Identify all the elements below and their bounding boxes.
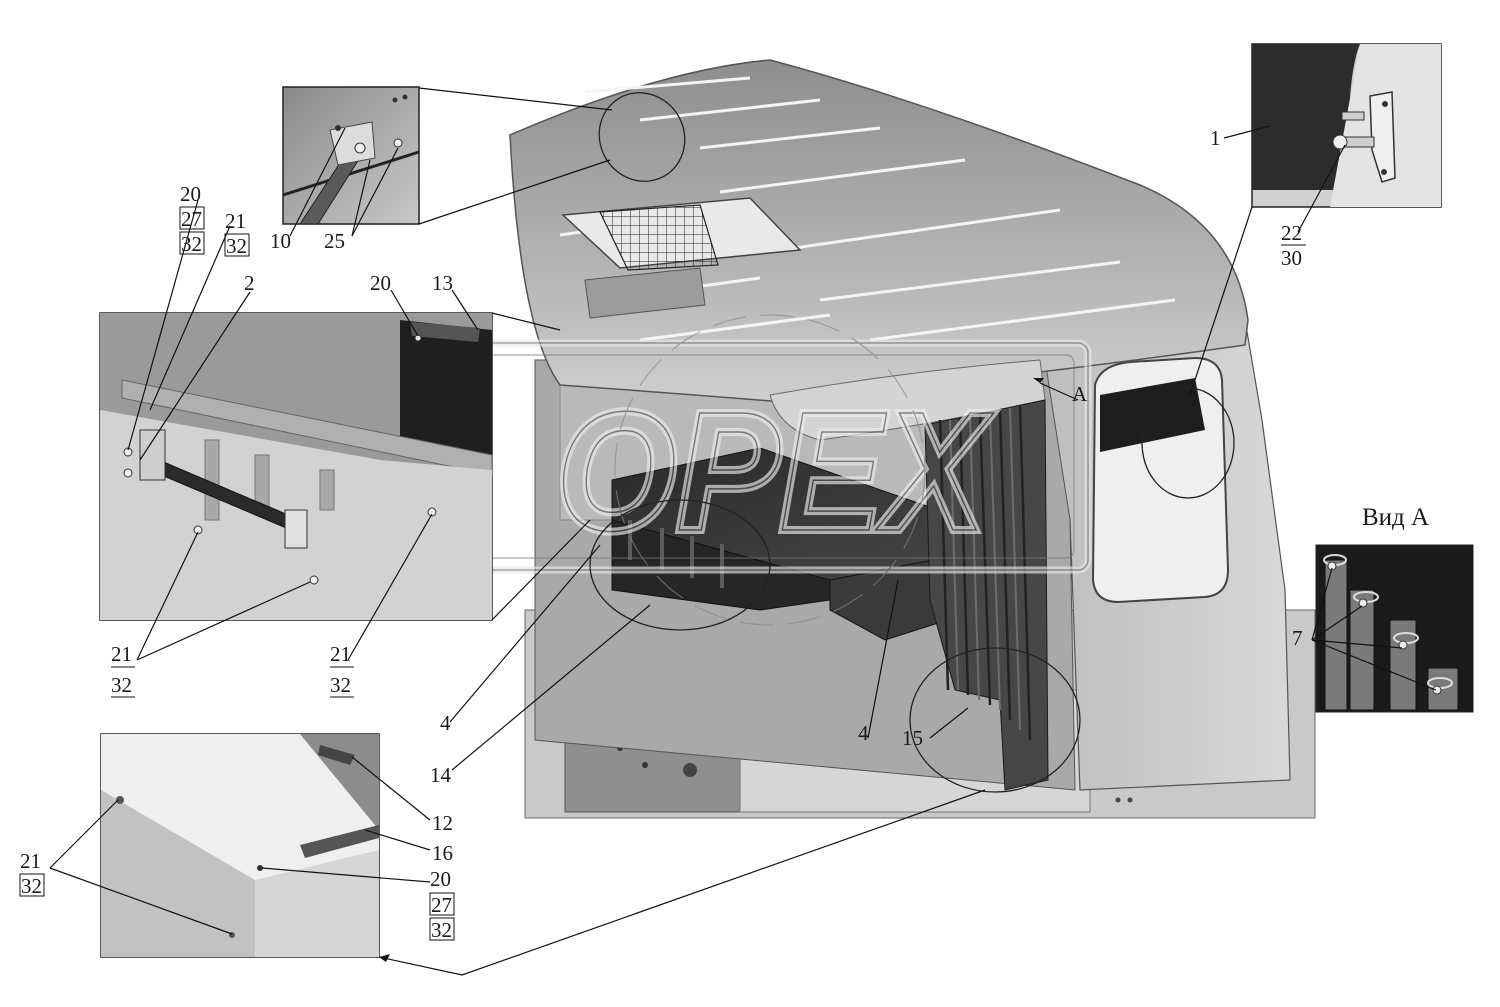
- label-15: 15: [902, 726, 923, 750]
- label-21-top: 21: [225, 209, 246, 233]
- watermark-text-outline: OPEX: [556, 377, 994, 567]
- label-25: 25: [324, 229, 345, 253]
- watermark-logo: OPEX OPEX: [466, 314, 1092, 626]
- label-20-bottom: 20: [430, 867, 451, 891]
- leader-lines: [49, 87, 1437, 976]
- label-14: 14: [430, 763, 452, 787]
- label-32-top2: 32: [226, 234, 247, 258]
- inset-bunk-strap: [99, 312, 493, 621]
- label-13: 13: [432, 271, 453, 295]
- label-32-right: 32: [330, 673, 351, 697]
- label-32-bottom: 32: [431, 918, 452, 942]
- label-20-inset: 20: [370, 271, 391, 295]
- label-30: 30: [1281, 246, 1302, 270]
- detail-ellipse-floor: [909, 647, 1081, 793]
- inset-floor-bracket: [100, 733, 380, 958]
- label-32-bottom2: 32: [21, 874, 42, 898]
- inset-roof-strap: [282, 86, 420, 225]
- label-32-left: 32: [111, 673, 132, 697]
- detail-ellipse-bunk: [589, 499, 771, 631]
- label-32-top: 32: [181, 232, 202, 256]
- detail-ellipse-window: [1141, 387, 1235, 499]
- watermark-text: OPEX: [556, 377, 994, 567]
- view-a-title: Вид А: [1362, 504, 1429, 531]
- inset-window-hinge: [1251, 43, 1442, 208]
- label-10: 10: [270, 229, 291, 253]
- view-a-marker: А: [1072, 382, 1088, 406]
- label-1: 1: [1210, 126, 1221, 150]
- label-27-top: 27: [181, 207, 202, 231]
- label-20-top: 20: [180, 182, 201, 206]
- label-7: 7: [1292, 626, 1303, 650]
- label-21-right: 21: [330, 642, 351, 666]
- label-16: 16: [432, 841, 453, 865]
- label-2: 2: [244, 271, 255, 295]
- label-21-left: 21: [111, 642, 132, 666]
- label-4-left: 4: [440, 711, 451, 735]
- label-12: 12: [432, 811, 453, 835]
- curtain: [924, 399, 1049, 791]
- inset-view-a-hooks: [1315, 544, 1474, 713]
- label-27-bottom: 27: [431, 893, 452, 917]
- label-22: 22: [1281, 221, 1302, 245]
- label-4-right: 4: [858, 721, 869, 745]
- cab-body: [509, 59, 1316, 819]
- callout-labels: Вид А А 1 22 30 10 25 20 27 32 21 32 2 2…: [19, 126, 1429, 942]
- detail-ellipse-roof: [598, 92, 686, 182]
- label-21-bottom: 21: [20, 849, 41, 873]
